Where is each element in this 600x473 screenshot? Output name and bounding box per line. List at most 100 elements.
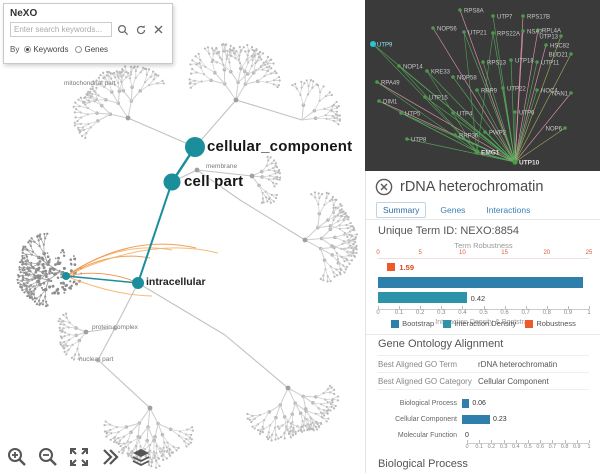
gene-node-utp7[interactable]: UTP7 xyxy=(491,14,513,20)
gene-node-rps22a[interactable]: RPS22A xyxy=(491,31,520,37)
gene-node-hsc82[interactable]: HSC82 xyxy=(544,43,570,49)
legend-label: Robustness xyxy=(536,319,576,328)
row-value: rDNA heterochromatin xyxy=(478,359,558,369)
gene-node-nop56[interactable]: NOP56 xyxy=(431,26,457,32)
gene-node-utp8[interactable]: UTP8 xyxy=(405,137,427,143)
axis-tick: 0 xyxy=(376,250,380,256)
gene-node-utp6[interactable]: UTP6 xyxy=(513,110,535,116)
close-panel-button[interactable] xyxy=(375,178,393,196)
svg-text:RRP9: RRP9 xyxy=(481,88,498,94)
gene-node-rps13[interactable]: RPS13 xyxy=(481,60,507,66)
search-by-label: By xyxy=(10,44,20,54)
gene-node-dim1[interactable]: DIM1 xyxy=(377,99,398,105)
gene-node-rpa49[interactable]: RPA49 xyxy=(375,80,400,86)
axis-tick: 0.7 xyxy=(521,310,530,316)
gene-node-utp5[interactable]: UTP5 xyxy=(399,111,421,117)
tickmark xyxy=(540,440,542,443)
gene-node-nop6[interactable]: NOP6 xyxy=(546,126,567,132)
reset-search-button[interactable] xyxy=(133,22,148,37)
zoom-out-button[interactable] xyxy=(35,444,60,469)
gene-node-noc4[interactable]: NOC4 xyxy=(535,88,558,94)
radio-genes[interactable]: Genes xyxy=(75,45,108,54)
svg-text:NSA2: NSA2 xyxy=(527,29,543,35)
tab-genes[interactable]: Genes xyxy=(433,202,472,218)
gene-node-nan1[interactable]: NAN1 xyxy=(552,91,573,97)
gene-node-emg1[interactable]: EMG1 xyxy=(474,149,500,156)
tickmark xyxy=(567,306,569,309)
highlighted-term-node[interactable] xyxy=(163,173,181,191)
tickmark xyxy=(528,440,529,443)
svg-text:UTP9: UTP9 xyxy=(377,42,393,48)
gene-node-bud21[interactable]: BUD21 xyxy=(549,52,573,58)
gene-node-utp9[interactable]: UTP9 xyxy=(370,41,393,48)
layers-button[interactable] xyxy=(128,444,153,469)
axis-tick: 0.2 xyxy=(487,444,496,450)
svg-text:KRE33: KRE33 xyxy=(431,69,451,75)
search-button[interactable] xyxy=(115,22,130,37)
axis-tick: 0 xyxy=(465,444,469,450)
tickmark xyxy=(503,440,505,443)
fit-screen-button[interactable] xyxy=(66,444,91,469)
tickmark xyxy=(462,306,464,309)
expand-collapse-button[interactable] xyxy=(97,444,122,469)
gene-node-utp11[interactable]: UTP11 xyxy=(535,60,560,66)
bootstrap-bar-track xyxy=(378,277,589,288)
tab-summary[interactable]: Summary xyxy=(376,202,427,218)
gene-node-rrp36[interactable]: RRP36 xyxy=(453,133,479,139)
go-bar-track: 0 xyxy=(462,431,584,440)
close-circle-icon xyxy=(375,178,393,196)
tab-interactions[interactable]: Interactions xyxy=(479,202,537,218)
gene-node-rps17b[interactable]: RPS17B xyxy=(521,14,550,20)
axis-tick: 0.5 xyxy=(479,310,488,316)
ontology-graph-pane[interactable]: mitochondrial part membrane cellular_com… xyxy=(0,0,365,473)
svg-text:UTP11: UTP11 xyxy=(541,60,560,66)
axis-tick: 0.4 xyxy=(458,310,467,316)
clear-search-button[interactable] xyxy=(151,22,166,37)
highlighted-term-node[interactable] xyxy=(132,277,144,289)
go-category-label: Cellular Component xyxy=(395,415,457,423)
ontology-tree-canvas[interactable] xyxy=(0,0,365,473)
gene-node-utp15[interactable]: UTP15 xyxy=(423,95,448,101)
gene-node-pwp2[interactable]: PWP2 xyxy=(483,130,507,136)
svg-text:UTP4: UTP4 xyxy=(457,111,473,117)
radio-label: Keywords xyxy=(33,45,69,54)
gene-node-utp13[interactable]: UTP13 xyxy=(539,34,563,40)
close-icon xyxy=(154,25,163,34)
search-input[interactable] xyxy=(10,22,112,37)
highlighted-term-node[interactable] xyxy=(62,272,70,280)
svg-text:NOP58: NOP58 xyxy=(457,75,477,81)
gene-node-rps8a[interactable]: RPS8A xyxy=(458,8,484,14)
gene-node-utp22[interactable]: UTP22 xyxy=(501,86,526,92)
gene-node-utp4[interactable]: UTP4 xyxy=(451,111,473,117)
search-mode-options: Keywords Genes xyxy=(24,40,115,58)
gene-node-utp10[interactable]: UTP10 xyxy=(512,159,540,166)
robustness-marker xyxy=(387,263,396,271)
svg-text:RPS8A: RPS8A xyxy=(464,8,484,14)
gene-node-nop14[interactable]: NOP14 xyxy=(397,64,423,70)
gene-node-utp21[interactable]: UTP21 xyxy=(462,30,487,36)
svg-text:UTP8: UTP8 xyxy=(411,137,427,143)
svg-text:RRP36: RRP36 xyxy=(459,133,479,139)
gene-node-nsa2[interactable]: NSA2 xyxy=(521,29,543,35)
gene-node-utp18[interactable]: UTP18 xyxy=(509,58,534,64)
svg-text:UTP18: UTP18 xyxy=(515,58,534,64)
axis-tick: 25 xyxy=(585,250,593,256)
svg-text:UTP21: UTP21 xyxy=(468,30,487,36)
radio-keywords[interactable]: Keywords xyxy=(24,45,68,54)
gene-node-nop58[interactable]: NOP58 xyxy=(451,75,477,81)
svg-text:NOP6: NOP6 xyxy=(546,126,563,132)
go-alignment-heading: Gene Ontology Alignment xyxy=(378,338,504,350)
divider xyxy=(366,334,600,335)
legend-label: Bootstrap xyxy=(402,319,435,328)
zoom-in-button[interactable] xyxy=(4,444,29,469)
highlighted-term-node[interactable] xyxy=(185,137,205,157)
gene-node-kre33[interactable]: KRE33 xyxy=(425,69,451,75)
gene-node-rpl4a[interactable]: RPL4A xyxy=(536,28,561,34)
go-axis xyxy=(467,440,590,444)
legend-item: Bootstrap xyxy=(391,319,434,328)
gene-node-rrp9[interactable]: RRP9 xyxy=(475,88,498,94)
